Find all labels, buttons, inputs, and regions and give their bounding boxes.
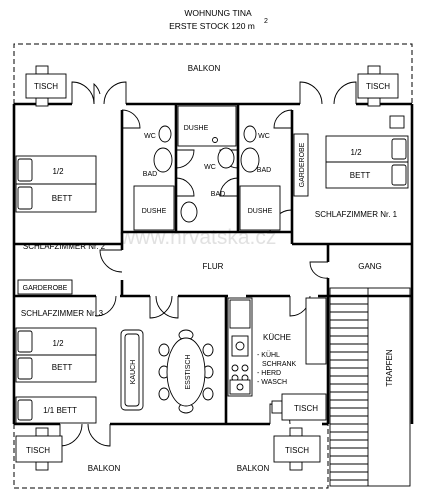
bed-bedroom-2: 1/2 BETT — [15, 155, 97, 213]
room-label-balkon-bottom-left: BALKON — [88, 464, 121, 473]
couch-label: KAUCH — [130, 360, 137, 385]
wc-left-label: WC — [144, 133, 156, 140]
table-top-right: TISCH — [357, 65, 399, 107]
wc-right-label: WC — [258, 133, 270, 140]
table-top-left: TISCH — [25, 65, 67, 107]
dining-table-label: ESSTISCH — [185, 354, 192, 389]
kitchen-counter — [227, 297, 327, 397]
room-label-gang: GANG — [358, 262, 382, 271]
room-label-kueche: KÜCHE — [263, 333, 291, 342]
dining-table: ESSTISCH — [158, 329, 214, 414]
wardrobe-bedroom-2: GARDEROBE — [17, 279, 73, 295]
plan-subtitle-superscript: 2 — [264, 18, 268, 25]
bed-label: BETT — [350, 171, 371, 180]
table-label: TISCH — [26, 446, 50, 455]
wardrobe-bedroom-1: GARDEROBE — [293, 133, 309, 197]
room-label-flur: FLUR — [203, 262, 224, 271]
kitchen-item: - HERD — [257, 370, 281, 377]
bed-bedroom-1: 1/2 BETT — [325, 115, 409, 189]
table-kitchen: TISCH — [271, 393, 327, 421]
room-label-bedroom-1: SCHLAFZIMMER Nr. 1 — [315, 210, 398, 219]
room-label-bedroom-2: SCHLAFZIMMER Nr. 2 — [23, 242, 106, 251]
bed-label-half: 1/2 — [52, 167, 64, 176]
table-bottom-mid: TISCH — [273, 427, 321, 471]
staircase-label: TRAPFEN — [385, 349, 394, 387]
room-label-balkon-bottom-right: BALKON — [237, 464, 270, 473]
bed-label-half: 1/2 — [52, 339, 64, 348]
balcony-bottom-outline — [13, 424, 329, 489]
wc-mid-label: WC — [204, 164, 216, 171]
room-label-bedroom-3: SCHLAFZIMMER Nr. 3 — [21, 309, 104, 318]
room-label-balkon-top: BALKON — [188, 64, 221, 73]
bed-label: BETT — [52, 194, 73, 203]
bed-label: BETT — [52, 363, 73, 372]
table-label: TISCH — [34, 82, 58, 91]
kitchen-item: - KÜHL — [257, 351, 280, 359]
wardrobe-label: GARDEROBE — [23, 285, 68, 292]
table-label: TISCH — [366, 82, 390, 91]
kitchen-item: SCHRANK — [262, 361, 297, 368]
table-label: TISCH — [294, 404, 318, 413]
plan-subtitle: ERSTE STOCK 120 m — [169, 21, 255, 31]
balcony-top-outline — [13, 43, 413, 104]
shower-right-label: DUSHE — [248, 208, 273, 215]
staircase: TRAPFEN — [329, 287, 411, 487]
kitchen-item: - WASCH — [257, 379, 287, 386]
bath-mid-label: BAD — [211, 191, 225, 198]
bathroom-block: DUSHE WC BAD DUSHE WC BAD WC BAD DUSHE — [133, 105, 281, 231]
plan-title: WOHNUNG TINA — [184, 8, 252, 18]
shower-left-label: DUSHE — [142, 208, 167, 215]
bed-bedroom-3-single: 1/1 BETT — [15, 396, 97, 424]
couch: KAUCH — [120, 329, 144, 411]
table-label: TISCH — [285, 446, 309, 455]
wardrobe-label: GARDEROBE — [299, 142, 306, 187]
bath-right-label: BAD — [257, 167, 271, 174]
bath-left-label: BAD — [143, 171, 157, 178]
table-bottom-left: TISCH — [15, 427, 63, 471]
shower-top-label: DUSHE — [184, 125, 209, 132]
bed-label-half: 1/2 — [350, 148, 362, 157]
bed-bedroom-3-double: 1/2 BETT — [15, 327, 97, 383]
bed-label-single: 1/1 BETT — [43, 406, 77, 415]
